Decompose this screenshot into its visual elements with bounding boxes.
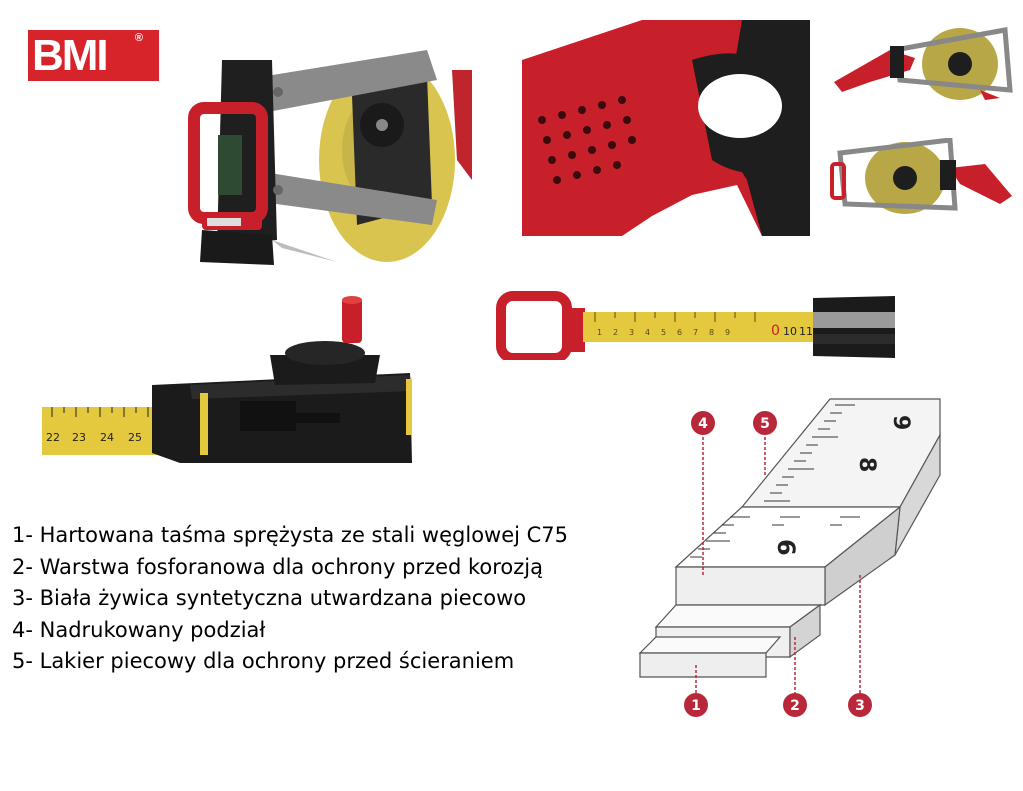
tape-end-tick-label: 11 [799,325,813,338]
legend-item: 1- Hartowana taśma sprężysta ze stali wę… [12,523,569,547]
tape-end-tick-label: 5 [661,328,666,337]
tape-zero-label: 0 [771,323,780,339]
legend-item: 2- Warstwa fosforanowa dla ochrony przed… [12,554,543,579]
tape-layer-diagram: 9 8 6 4 5 [630,395,950,725]
tape-end-tick-label: 8 [709,328,714,337]
marker-label: 2 [790,698,800,714]
marker-2 [783,693,807,717]
photo-tape-measure-top [830,20,1015,102]
marker-label: 4 [698,416,708,432]
tape-end-tick-label: 10 [783,325,797,338]
tape-end-tick-label: 6 [677,328,682,337]
marker-5 [753,411,777,435]
logo-registered-mark: ® [134,32,143,44]
photo-tape-hook [182,40,472,268]
tape-tick-label: 25 [128,431,142,444]
tape-end-tick-label: 1 [597,328,602,337]
bmi-logo: BMI ® [28,30,159,81]
marker-label: 3 [855,698,865,714]
legend-item: 4- Nadrukowany podział [12,617,266,642]
scale-number: 6 [772,539,800,556]
marker-4 [691,411,715,435]
photo-handle-grip [522,20,810,236]
tape-end-tick-label: 7 [693,328,698,337]
tape-tick-label: 22 [46,431,60,444]
marker-label: 5 [760,416,770,432]
tape-end-tick-label: 4 [645,328,650,337]
logo-text: BMI [32,31,109,80]
scale-number: 8 [854,457,879,472]
layer-legend: 1- Hartowana taśma sprężysta ze stali wę… [12,520,568,678]
photo-tape-measure-bottom [830,138,1015,214]
marker-label: 1 [691,698,701,714]
marker-1 [684,693,708,717]
photo-tape-crank: 22 23 24 25 26 27 [40,295,415,465]
tape-end-tick-label: 9 [725,328,730,337]
legend-item: 5- Lakier piecowy dla ochrony przed ście… [12,649,515,673]
marker-3 [848,693,872,717]
tape-end-tick-label: 2 [613,328,618,337]
scale-number: 9 [888,415,913,430]
tape-end-tick-label: 3 [629,328,634,337]
tape-tick-label: 24 [100,431,114,444]
photo-tape-end-loop: 1 2 3 4 5 6 7 8 9 0 10 11 [495,290,895,360]
legend-item: 3- Biała żywica syntetyczna utwardzana p… [12,586,527,610]
tape-tick-label: 23 [72,431,86,444]
